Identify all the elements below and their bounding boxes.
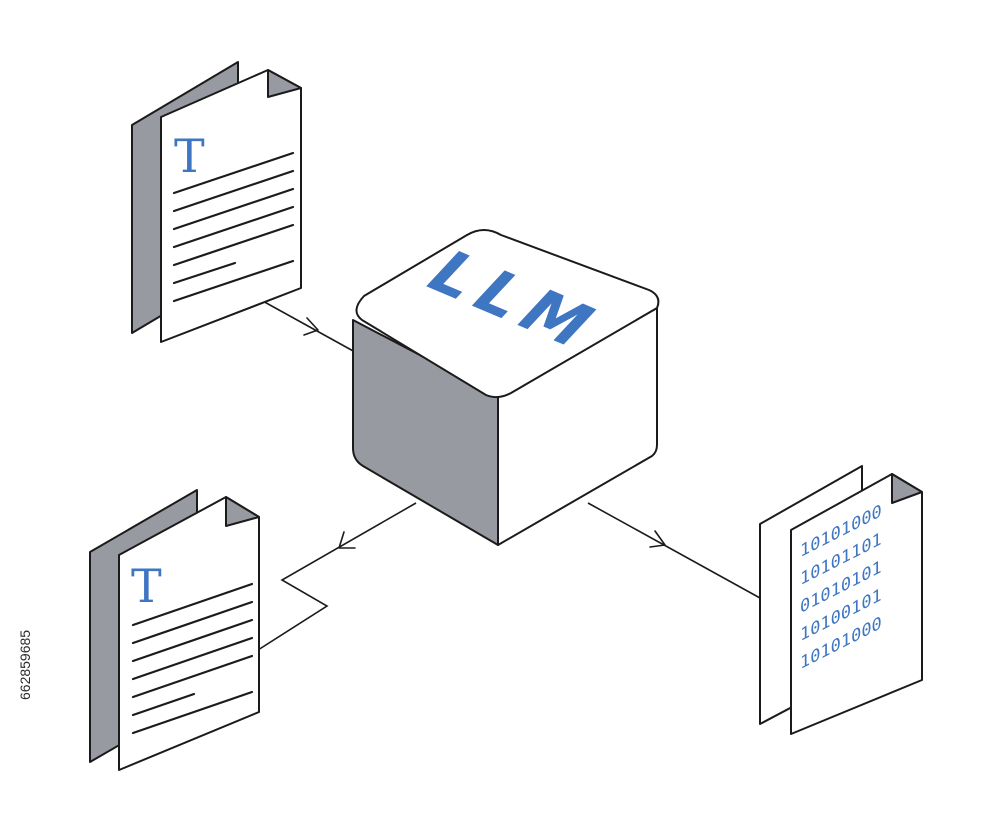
- input-document-icon: T: [131, 61, 302, 343]
- input-document-letter: T: [174, 129, 205, 183]
- output-document-letter: T: [131, 559, 162, 613]
- connector-llm-to-output-doc: [257, 502, 417, 651]
- output-document-icon: T: [89, 489, 260, 771]
- connector-input-to-llm: [249, 293, 356, 353]
- connector-llm-to-binary-doc: [587, 502, 761, 599]
- stock-id-label: 662859685: [17, 630, 33, 700]
- llm-cube: LLM: [352, 229, 660, 546]
- binary-document-icon: 10101000 10101101 01010101 10100101 1010…: [759, 465, 923, 735]
